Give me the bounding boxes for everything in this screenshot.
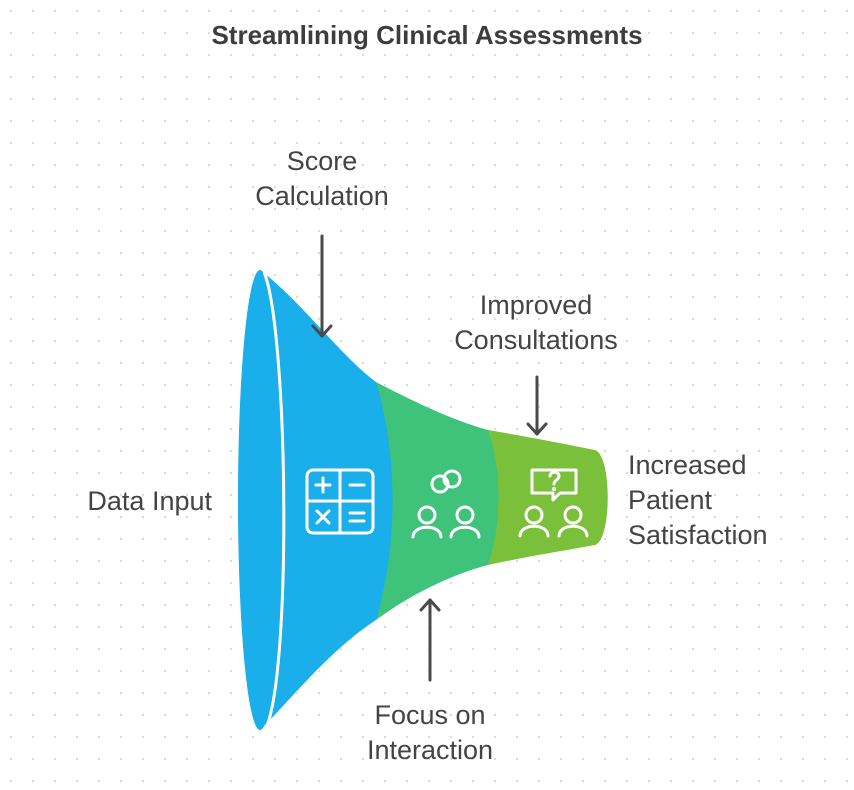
- consultation-question-icon: [518, 468, 589, 538]
- funnel-segment-consultations: [488, 430, 608, 565]
- label-line: Focus on: [374, 700, 486, 730]
- label-score-calculation: Score Calculation: [222, 144, 422, 214]
- label-increased-satisfaction: Increased Patient Satisfaction: [628, 448, 838, 553]
- label-line: Increased: [628, 450, 747, 480]
- label-line: Patient: [628, 485, 713, 515]
- arrow-score-calculation: [311, 234, 333, 338]
- label-line: Improved: [479, 290, 593, 320]
- diagram-title: Streamlining Clinical Assessments: [211, 20, 643, 50]
- funnel-segment-interaction: [376, 382, 499, 620]
- funnel-mouth-rim: [262, 271, 286, 729]
- label-line: Satisfaction: [628, 520, 768, 550]
- label-focus-interaction: Focus on Interaction: [330, 698, 530, 768]
- label-line: Consultations: [454, 325, 618, 355]
- label-improved-consultations: Improved Consultations: [436, 288, 636, 358]
- funnel-mouth: [238, 270, 282, 730]
- arrow-focus-interaction: [419, 598, 441, 682]
- label-data-input: Data Input: [40, 484, 212, 519]
- people-collaboration-icon: [411, 469, 481, 539]
- calculator-icon: [305, 468, 375, 535]
- label-line: Calculation: [255, 181, 389, 211]
- arrow-improved-consultations: [526, 375, 548, 436]
- label-line: Score: [286, 146, 358, 176]
- label-line: Interaction: [366, 735, 494, 765]
- label-line: Data Input: [87, 486, 212, 516]
